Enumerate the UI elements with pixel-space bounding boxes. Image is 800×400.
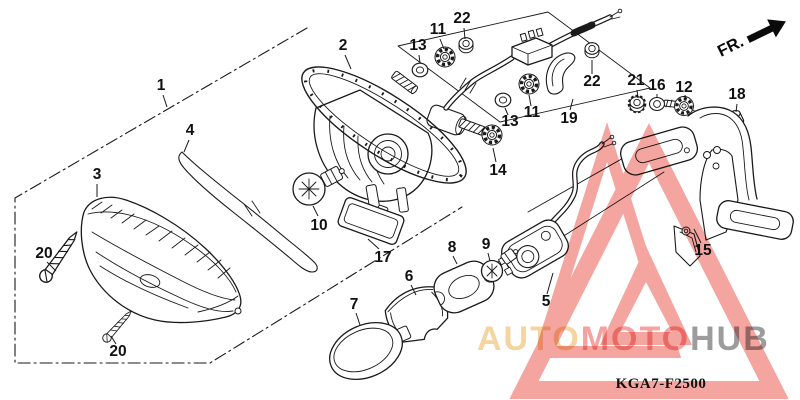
part-label-20: 20: [35, 245, 52, 262]
part-2-taillight-body-drawing: [301, 66, 489, 213]
part-label-leader-18: [735, 103, 738, 113]
part-16-screw: [648, 96, 678, 112]
fr-arrow-icon: [746, 19, 786, 43]
part-13-washer-upper: [411, 62, 429, 78]
part-label-3: 3: [93, 166, 102, 183]
part-label-8: 8: [448, 239, 457, 256]
part-label-leader-20: [46, 261, 57, 272]
hardware-detail-box: [397, 11, 651, 123]
part-label-leader-14: [492, 147, 497, 163]
part-label-12: 12: [675, 79, 692, 96]
part-label-13: 13: [409, 37, 427, 54]
part-label-leader-2: [344, 54, 352, 70]
part-label-6: 6: [405, 268, 414, 285]
part-label-5: 5: [542, 293, 551, 310]
part-14-grommet: [480, 123, 504, 147]
part-label-leader-13: [418, 54, 421, 64]
part-label-10: 10: [310, 217, 327, 234]
part-3-lens-drawing: [80, 196, 242, 324]
fr-label: FR.: [715, 33, 747, 61]
wire-connector-icon: [511, 27, 553, 66]
fr-direction-indicator: FR.: [715, 19, 786, 61]
part-label-leader-7: [355, 312, 361, 326]
part-label-leader-1: [162, 94, 168, 108]
watermark-text-auto: AUTO: [477, 320, 581, 358]
part-22-nut-lower: [584, 42, 600, 59]
watermark-triangle-inner-hole: [620, 282, 672, 332]
part-21-nut: [627, 94, 647, 114]
part-label-leader-9: [487, 252, 491, 262]
part-12-grommet: [672, 94, 696, 118]
part-10-bulb-drawing: [292, 166, 345, 206]
part-label-leader-20: [110, 335, 117, 345]
part-label-leader-17: [367, 238, 380, 250]
part-label-13: 13: [501, 113, 519, 130]
part-label-16: 16: [648, 77, 666, 94]
part-label-leader-15: [693, 228, 702, 244]
line-art-layer: [14, 8, 794, 380]
wiring-harness-drawing: [443, 8, 623, 111]
part-22-nut-upper: [458, 37, 474, 54]
part-label-leader-4: [183, 139, 190, 153]
part-label-leader-10: [312, 205, 319, 217]
part-label-7: 7: [350, 296, 359, 313]
part-4-seal-strip-drawing: [178, 151, 318, 273]
part-label-9: 9: [482, 236, 491, 253]
part-label-leader-21: [636, 89, 639, 99]
part-11-grommet-upper: [433, 45, 457, 69]
part-label-17: 17: [374, 249, 391, 266]
part-9-bulb-drawing: [480, 248, 519, 283]
part-label-11: 11: [524, 104, 541, 121]
part-label-leader-8: [452, 255, 458, 265]
part-label-20: 20: [109, 343, 126, 360]
part-label-leader-11: [528, 94, 532, 107]
part-label-leader-12: [684, 94, 687, 100]
part-label-leader-5: [546, 272, 554, 295]
part-label-22: 22: [453, 10, 470, 27]
part-19-clip-drawing: [545, 52, 576, 95]
part-11-grommet-lower: [517, 72, 541, 96]
part-label-15: 15: [694, 242, 712, 259]
part-7-lens-drawing: [329, 322, 412, 380]
part-label-22: 22: [583, 73, 600, 90]
part-label-1: 1: [157, 77, 166, 94]
part-label-leader-11: [439, 38, 445, 50]
part-5-socket-drawing: [497, 134, 617, 279]
part-label-leader-13: [504, 107, 509, 116]
watermark-logo: [509, 121, 789, 399]
part-17-plate-drawing: [337, 197, 405, 245]
part-label-14: 14: [489, 162, 507, 179]
part-label-21: 21: [627, 72, 645, 89]
part-1-assembly-boundary-line: [14, 27, 463, 364]
part-label-11: 11: [430, 21, 447, 38]
watermark-text-hub: HUB: [690, 320, 770, 358]
watermark-triangle-small: [532, 121, 682, 358]
part-label-2: 2: [339, 37, 348, 54]
part-label-18: 18: [728, 86, 746, 103]
part-13-washer-lower: [494, 92, 512, 108]
part-label-leader-22: [463, 27, 466, 40]
part-20-screw-lower: [100, 307, 136, 345]
watermark-triangle-large: [509, 123, 789, 399]
diagram-code: KGA7-F2500: [616, 376, 707, 392]
part-label-leader-19: [569, 98, 574, 111]
part-label-4: 4: [186, 122, 195, 139]
part-label-19: 19: [560, 110, 578, 127]
watermark-text-moto: MOTO: [581, 320, 690, 358]
watermark-brand-text: AUTOMOTOHUB: [477, 320, 770, 358]
part-label-leader-6: [410, 284, 417, 296]
